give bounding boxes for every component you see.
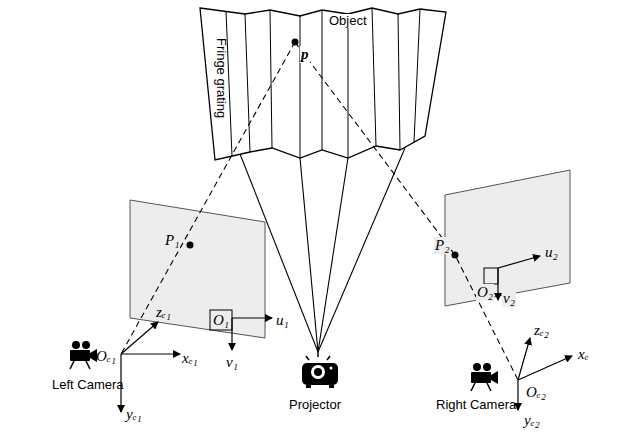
axis-label: xₑ₁ [182, 350, 198, 367]
point-p2 [452, 252, 459, 259]
camera-label: Right Camera [436, 398, 516, 412]
right-camera-icon [471, 363, 498, 391]
object-label: Object [328, 14, 368, 28]
image-axes [210, 256, 540, 350]
axis-label: u₂ [544, 244, 559, 261]
projector-label: Projector [289, 398, 341, 412]
origin-label: O₁ [212, 312, 230, 329]
projection-rays [121, 42, 518, 380]
camera-label: Left Camera [52, 378, 124, 392]
fringe-grating-label: Fringe grating [214, 38, 228, 118]
left-image-plane [130, 200, 265, 338]
object-surface [200, 8, 446, 160]
projector-icon [302, 352, 338, 388]
origin-label: Oₑ₂ [526, 384, 546, 401]
origin-label: O₂ [476, 284, 494, 301]
point-p1 [187, 242, 194, 249]
point-p [292, 39, 299, 46]
axis-label: v₂ [502, 290, 516, 307]
camera-axes [121, 322, 572, 412]
axis-label: v₁ [226, 354, 238, 371]
axis-label: zₑ₂ [534, 322, 549, 339]
left-camera-icon [70, 341, 97, 369]
fringe-lines [226, 8, 420, 158]
axis-label: yₑ₁ [126, 406, 142, 423]
point-label: p [300, 46, 310, 63]
axis-label: yₑ₂ [524, 412, 540, 429]
axis-label: u₁ [276, 312, 289, 329]
right-image-plane [445, 170, 570, 306]
axis-label: xₑ [578, 346, 589, 363]
point-label: P₁ [164, 232, 180, 249]
axis-label: zₑ₁ [156, 304, 171, 321]
point-label: P₂ [434, 237, 450, 254]
origin-label: Oₑ₁ [96, 348, 116, 365]
